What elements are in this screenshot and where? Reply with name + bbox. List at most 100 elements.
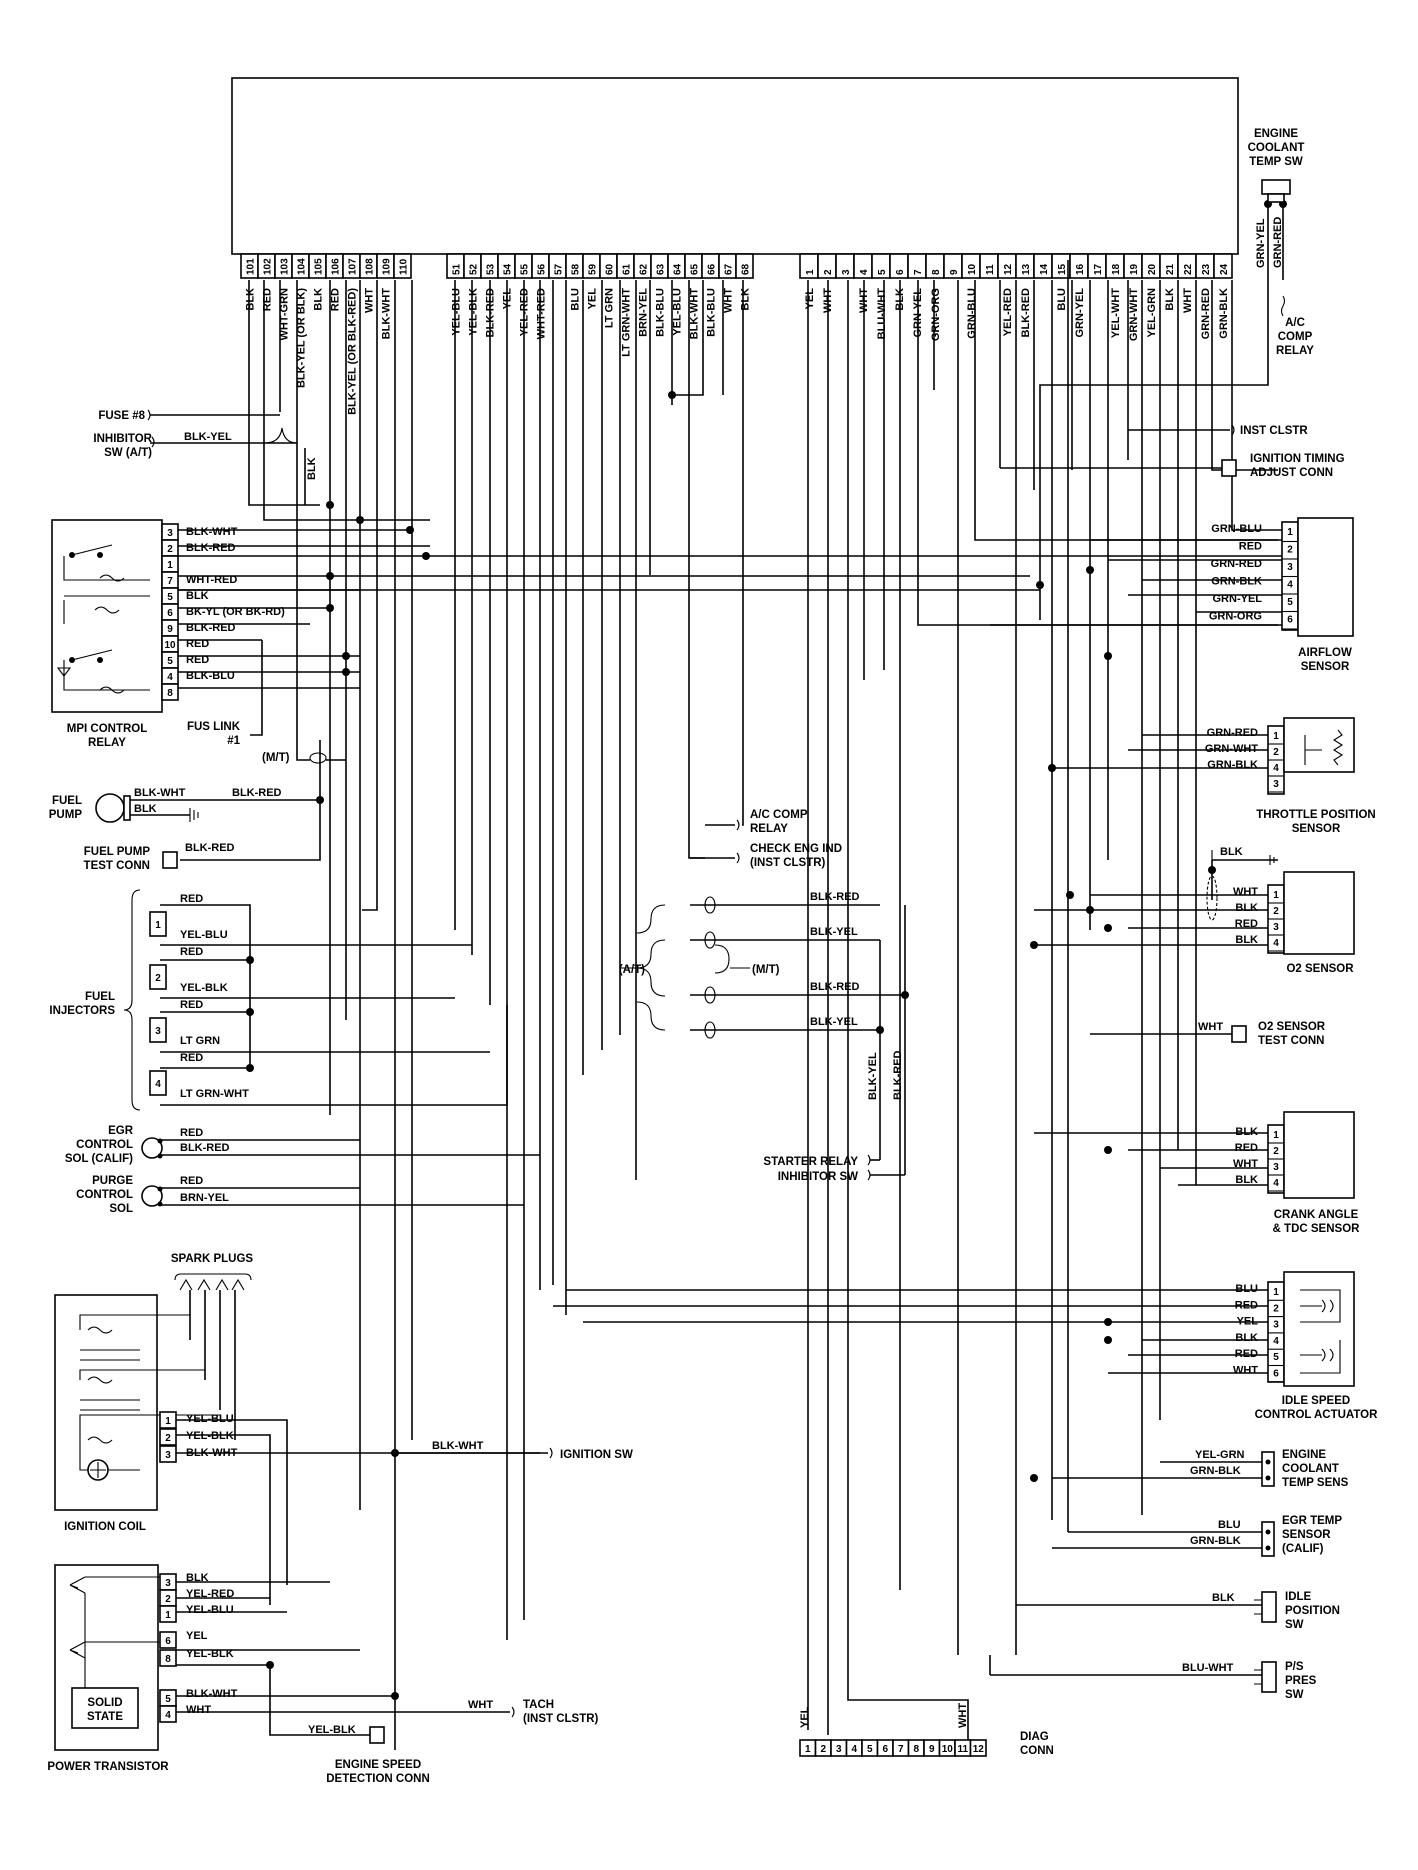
- o2-wire: WHT: [1233, 886, 1258, 898]
- ecu-pin-wire-color: BLK-RED: [1020, 288, 1032, 338]
- at-mt-switch-block: [620, 896, 750, 1039]
- ecu-pin-number: 7: [913, 269, 924, 275]
- ecu-pin-wire-color: BLK-YEL (OR BLK): [296, 288, 308, 388]
- ecu-pin-number: 11: [985, 264, 996, 275]
- mt-label-mid: (M/T): [752, 964, 780, 976]
- mpi-relay-wire: RED: [186, 654, 209, 666]
- diag-pin-number: 6: [882, 1744, 888, 1755]
- ecu-pin-number: 8: [931, 269, 942, 275]
- crank-wire: BLK: [1235, 1126, 1258, 1138]
- mpi-relay-pin-number: 6: [167, 608, 173, 619]
- egr-temp-sensor: [1261, 1521, 1275, 1557]
- o2-wire: BLK: [1235, 902, 1258, 914]
- airflow-pin-number: 5: [1287, 597, 1293, 608]
- airflow-pin-number: 1: [1287, 527, 1293, 538]
- ecu-pin-number: 105: [314, 258, 325, 275]
- ecu-pin-number: 51: [452, 263, 463, 275]
- o2-wire: BLK: [1235, 934, 1258, 946]
- crank-pin-number: 3: [1273, 1162, 1279, 1173]
- mpi-relay-pin-number: 3: [167, 528, 173, 539]
- crank-pin-number: 1: [1273, 1130, 1279, 1141]
- o2-pin-number: 4: [1273, 938, 1279, 949]
- power-transistor-wire: YEL-BLK: [186, 1648, 234, 1660]
- ect-switch-wire1: GRN-YEL: [1255, 218, 1267, 268]
- ecu-pin-wire-color: GRN-BLK: [1218, 288, 1230, 339]
- power-transistor-pin-number: 5: [165, 1694, 171, 1705]
- fuel-pump-test-connector: [162, 851, 178, 869]
- mt-label-left: (M/T): [262, 752, 290, 764]
- diag-pin-number: 3: [836, 1744, 842, 1755]
- mpi-relay-pin-number: 5: [167, 592, 173, 603]
- crank-pin-number: 2: [1273, 1146, 1279, 1157]
- ignition-coil-pin-number: 3: [165, 1450, 171, 1461]
- ignition-coil-pin: [159, 1428, 177, 1446]
- airflow-pin-number: 2: [1287, 545, 1293, 556]
- throttle-position-sensor: [1267, 717, 1355, 795]
- diag-pin-number: 1: [805, 1744, 811, 1755]
- ecu-pin-wire-color: WHT-GRN: [279, 288, 291, 341]
- ecu-pin-number: 110: [399, 258, 410, 275]
- fuel-pump-motor: [95, 793, 125, 823]
- ecu-pin-number: 6: [895, 269, 906, 275]
- o2-sensor: [1267, 871, 1355, 955]
- diag-pin-number: 10: [942, 1744, 954, 1755]
- ecu-pin-wire-color: WHT: [1182, 288, 1194, 313]
- ecu-pin-wire-color: YEL: [804, 288, 816, 310]
- tps-wire: GRN-WHT: [1205, 743, 1258, 755]
- mpi-relay-pin-number: 9: [167, 624, 173, 635]
- airflow-sensor: [1281, 517, 1354, 637]
- ecu-pin-number: 9: [949, 269, 960, 275]
- atmt-wire4: BLK-YEL: [810, 1016, 858, 1028]
- power-transistor-pin-number: 1: [165, 1610, 171, 1621]
- ignition-coil-pin: [159, 1445, 177, 1463]
- power-transistor-pin: [159, 1631, 177, 1649]
- ecu-pin-wire-color: LT GRN-WHT: [621, 288, 633, 357]
- diag-wire1: YEL: [799, 1706, 811, 1728]
- tps-wire: GRN-RED: [1207, 727, 1258, 739]
- mpi-relay-wire: BLK: [186, 590, 209, 602]
- airflow-wire: GRN-RED: [1211, 558, 1262, 570]
- ecu-pin-wire-color: GRN-RED: [1200, 288, 1212, 339]
- fuel-injector: [149, 1070, 167, 1096]
- fuel-injector: [149, 1017, 167, 1043]
- tps-pin-number: 1: [1273, 731, 1279, 742]
- idle-pos-wire: BLK: [1212, 1592, 1235, 1604]
- ecu-pin-number: 66: [707, 263, 718, 275]
- mpi-relay-wire: BLK-RED: [186, 622, 236, 634]
- atmt-wire3: BLK-RED: [810, 981, 860, 993]
- isc-wire: BLU: [1235, 1283, 1258, 1295]
- inhibitor-sw-wire: BLK-YEL: [184, 431, 232, 443]
- esd-connector: [369, 1726, 385, 1744]
- ecu-pin-wire-color: BLK-WHT: [689, 288, 701, 340]
- power-transistor-wire: WHT: [186, 1704, 211, 1716]
- tach-label: TACH(INST CLSTR): [523, 1699, 599, 1725]
- ecu-pin-number: 21: [1165, 263, 1176, 275]
- power-transistor-pin: [159, 1605, 177, 1623]
- airflow-wire: GRN-BLK: [1211, 576, 1262, 588]
- ecu-pin-number: 64: [673, 263, 684, 275]
- isc-wire: YEL: [1237, 1316, 1259, 1328]
- ecu-pin-number: 12: [1003, 263, 1014, 275]
- inhibitor-sw-drop: BLK: [306, 457, 318, 480]
- fuel-injector-number: 1: [155, 920, 161, 931]
- fuel-pump-test-wire: BLK-RED: [185, 842, 235, 854]
- ecu-pin-number: 10: [967, 263, 978, 275]
- power-transistor-pin: [159, 1649, 177, 1667]
- ect-switch-wire2: GRN-RED: [1272, 217, 1284, 268]
- power-transistor-wire: BLK-WHT: [186, 1688, 238, 1700]
- o2-pin-number: 3: [1273, 922, 1279, 933]
- ecu-pin-wire-color: WHT-RED: [536, 288, 548, 339]
- fuel-injector-signal-wire: LT GRN: [180, 1035, 220, 1047]
